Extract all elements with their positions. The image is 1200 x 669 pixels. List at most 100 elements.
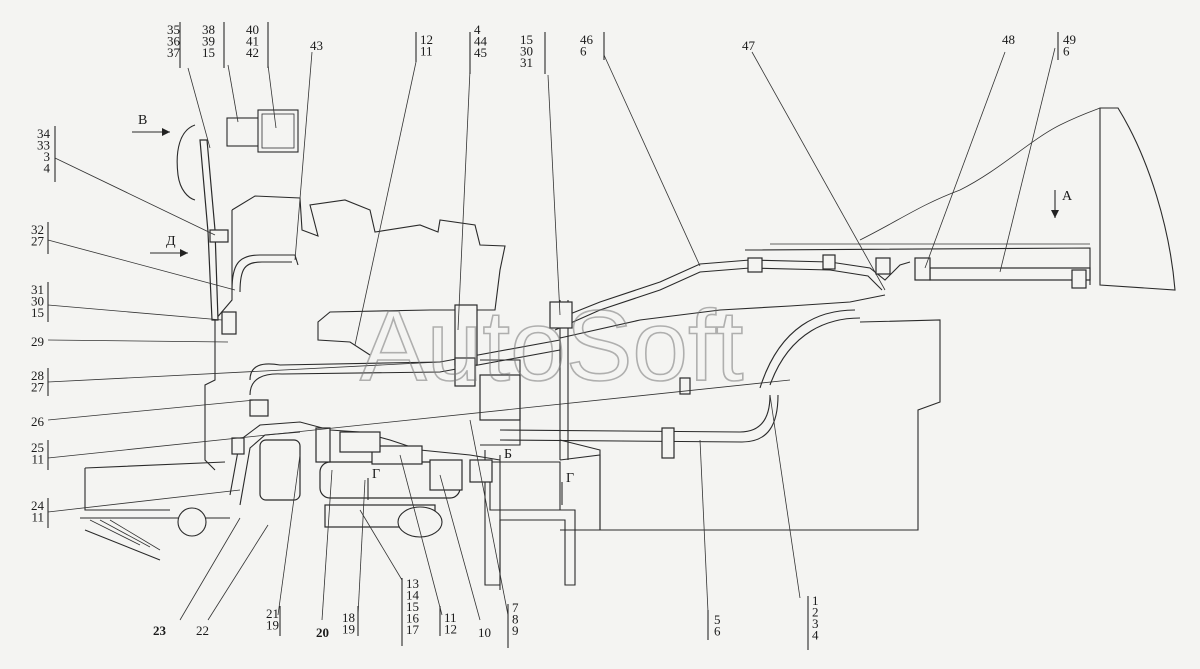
- callout-number: 31: [520, 55, 533, 70]
- callout-c-23: 23: [153, 623, 167, 638]
- callout-number: 27: [31, 234, 45, 249]
- clamp-5: [661, 427, 675, 459]
- callout-number: 3: [812, 616, 819, 631]
- callout-number: 22: [196, 623, 209, 638]
- view-label-d: Д: [166, 234, 176, 249]
- callout-number: 20: [316, 625, 329, 640]
- callout-number: 15: [406, 599, 419, 614]
- fitting-15-30: [549, 301, 573, 329]
- callout-number: 19: [266, 618, 279, 633]
- callout-number: 48: [1002, 32, 1015, 47]
- callout-c-10: 10: [478, 625, 491, 640]
- callout-number: 4: [474, 22, 481, 37]
- callout-number: 28: [31, 368, 44, 383]
- arrow-v-head: [162, 128, 170, 136]
- callout-number: 9: [512, 623, 519, 638]
- callout-number: 44: [474, 34, 488, 49]
- callout-c-20: 20: [316, 625, 329, 640]
- drum-lower: [397, 506, 443, 538]
- callout-c-46-6: 466: [580, 32, 594, 59]
- callout-c-47: 47: [742, 38, 756, 53]
- watermark: AutoSoft: [360, 290, 744, 402]
- pipe-46-upper: [554, 259, 911, 321]
- callout-number: 35: [167, 22, 180, 37]
- callout-number: 42: [246, 45, 259, 60]
- callout-number: 21: [266, 606, 279, 621]
- view-label-g1: Г: [372, 467, 380, 482]
- fitting-47: [875, 257, 891, 275]
- pipe-49: [929, 267, 1091, 281]
- callout-number: 11: [31, 510, 44, 525]
- callout-number: 37: [167, 45, 181, 60]
- view-label-g2: Г: [566, 471, 574, 486]
- callout-number: 46: [580, 32, 594, 47]
- callout-number: 17: [406, 622, 420, 637]
- callout-number: 30: [520, 44, 533, 59]
- roof-ridge-line: [859, 107, 1101, 241]
- callout-number: 7: [512, 600, 519, 615]
- callout-number: 49: [1063, 32, 1076, 47]
- callout-number: 16: [406, 611, 420, 626]
- callout-number: 2: [812, 605, 819, 620]
- callout-number: 6: [714, 624, 721, 639]
- box-lower-right: [489, 454, 601, 531]
- callout-number: 47: [742, 38, 756, 53]
- left-shield: [176, 124, 196, 201]
- pipe-curve-43: [231, 254, 299, 291]
- callout-number: 11: [31, 452, 44, 467]
- view-label-v: В: [138, 113, 147, 128]
- view-label-a: А: [1062, 189, 1073, 204]
- frame-hatch: [89, 519, 161, 551]
- frame-left-lower: [80, 517, 230, 561]
- callout-number: 31: [31, 282, 44, 297]
- callout-number: 24: [31, 498, 45, 513]
- engine-outline-upper: [231, 195, 506, 356]
- callout-number: 34: [37, 126, 51, 141]
- callout-c-29: 29: [31, 334, 44, 349]
- fitting-18: [339, 431, 381, 453]
- panel-box-40: [257, 109, 299, 153]
- pipe-46-lower: [554, 267, 883, 331]
- callout-number: 40: [246, 22, 259, 37]
- pipe-5: [499, 394, 779, 443]
- stand-legs: [495, 509, 576, 590]
- wheel-hub: [177, 507, 207, 537]
- callout-number: 3: [44, 149, 51, 164]
- callout-c-43: 43: [310, 38, 323, 53]
- callout-number: 1: [812, 593, 819, 608]
- callout-c-5-6: 56: [714, 612, 721, 639]
- callout-number: 41: [246, 34, 259, 49]
- callout-number: 8: [512, 612, 519, 627]
- panel-box-40-inner: [261, 113, 295, 149]
- pump-body: [259, 439, 301, 501]
- callout-number: 36: [167, 34, 181, 49]
- callout-number: 13: [406, 576, 419, 591]
- callout-number: 11: [420, 44, 433, 59]
- callout-number: 26: [31, 414, 45, 429]
- callout-number: 12: [420, 32, 433, 47]
- callout-number: 29: [31, 334, 44, 349]
- cab-contour: [1099, 107, 1176, 291]
- callout-number: 6: [1063, 44, 1070, 59]
- callout-number: 15: [202, 45, 215, 60]
- arrow-d-head: [180, 249, 188, 257]
- callout-c-49-6: 496: [1063, 32, 1076, 59]
- callout-number: 25: [31, 440, 44, 455]
- pipe-47: [559, 294, 886, 339]
- callout-number: 18: [342, 610, 355, 625]
- callout-number: 32: [31, 222, 44, 237]
- pipe-26-28: [249, 339, 561, 396]
